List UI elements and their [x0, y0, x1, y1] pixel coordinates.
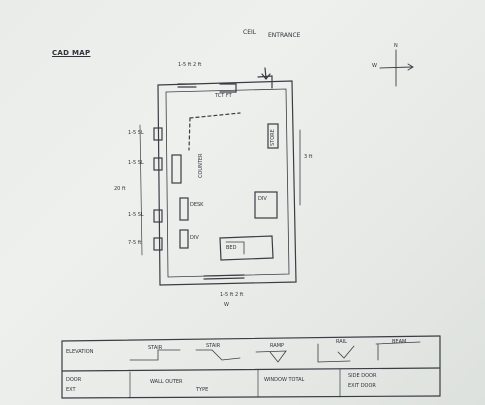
left-dimension-2: 1-5 SL	[128, 160, 144, 166]
desk-block	[179, 197, 189, 221]
legend-cell-8: WINDOW TOTAL	[264, 377, 305, 383]
partition-dashed	[189, 112, 241, 119]
ceiling-label: CEIL	[243, 29, 257, 36]
legend-symbol-1	[129, 349, 181, 361]
store-block	[267, 123, 279, 149]
left-window-2	[153, 157, 163, 171]
legend-bottom-border	[61, 395, 441, 399]
legend-symbol-4	[317, 343, 351, 363]
legend-cell-9: SIDE DOOR	[348, 373, 377, 379]
left-window-4	[153, 237, 163, 251]
center-box	[254, 191, 278, 219]
desk-label: DESK	[190, 202, 204, 208]
entrance-arrow	[264, 67, 267, 79]
bed-frame	[219, 235, 274, 261]
legend-cell-7: WALL OUTER	[150, 379, 183, 385]
bottom-wall-segment	[203, 274, 245, 280]
compass-west-label: W	[372, 63, 377, 69]
top-inner-label: TCT FT	[215, 93, 232, 99]
entrance-label: ENTRANCE	[268, 32, 301, 39]
bottom-w-label: W	[224, 302, 229, 308]
left-window-3	[153, 209, 163, 223]
store-label: STORE	[270, 129, 276, 146]
legend-cell-4: RAMP	[270, 343, 285, 349]
legend-top-border	[61, 335, 441, 342]
legend-mid-border	[61, 367, 441, 372]
legend-cell-6: BEAM	[392, 339, 407, 345]
legend-symbol-6	[375, 341, 421, 361]
box-label-2: DIV	[190, 235, 199, 241]
top-wall-segment	[177, 83, 197, 88]
counter-block	[171, 154, 182, 184]
left-dimension-line	[139, 124, 143, 256]
compass-arrow	[407, 63, 414, 71]
legend-cell-1: ELEVATION	[66, 349, 94, 355]
legend-row2-cell-1: DOOR	[66, 377, 82, 383]
left-side-dimension: 20 ft	[114, 186, 126, 192]
legend-cell-5: RAIL	[336, 339, 347, 345]
legend-symbol-2	[195, 349, 241, 361]
bed-label: BED	[226, 245, 237, 251]
top-window	[219, 83, 237, 93]
bottom-width-label: 1-5 ft 2 ft	[220, 292, 244, 298]
outer-wall	[157, 80, 297, 286]
left-window-1	[153, 127, 163, 141]
legend-row2-cell-2: EXT	[66, 387, 76, 393]
entrance-door	[257, 75, 273, 89]
legend-cell-2: STAIR	[148, 345, 163, 351]
legend-symbol-3	[255, 350, 287, 363]
top-width-label: 1-5 ft 2 ft	[178, 62, 202, 68]
left-dimension-3: 1-5 SL	[128, 212, 144, 218]
legend-cell-3: STAIR	[206, 343, 221, 349]
inner-wall	[165, 88, 290, 278]
right-side-dimension: 3 ft	[304, 154, 313, 160]
legend-row2-cell-3: TYPE	[196, 387, 209, 393]
left-dimension-4: 7-5 ft	[128, 240, 142, 246]
compass-horizontal	[379, 66, 413, 69]
left-dimension-1: 1-5 SL	[128, 130, 144, 136]
map-title: CAD MAP	[52, 49, 91, 57]
legend-symbol-5	[337, 345, 355, 359]
counter-label: COUNTER	[198, 153, 204, 178]
desk-block-2	[179, 229, 189, 249]
legend-cell-10: EXIT DOOR	[348, 383, 376, 389]
compass-north-label: N	[394, 43, 398, 49]
entrance-arrow-head	[261, 73, 271, 80]
box-label-1: DIV	[258, 196, 267, 202]
bed-inner	[225, 241, 245, 255]
partition-vertical	[188, 117, 191, 151]
